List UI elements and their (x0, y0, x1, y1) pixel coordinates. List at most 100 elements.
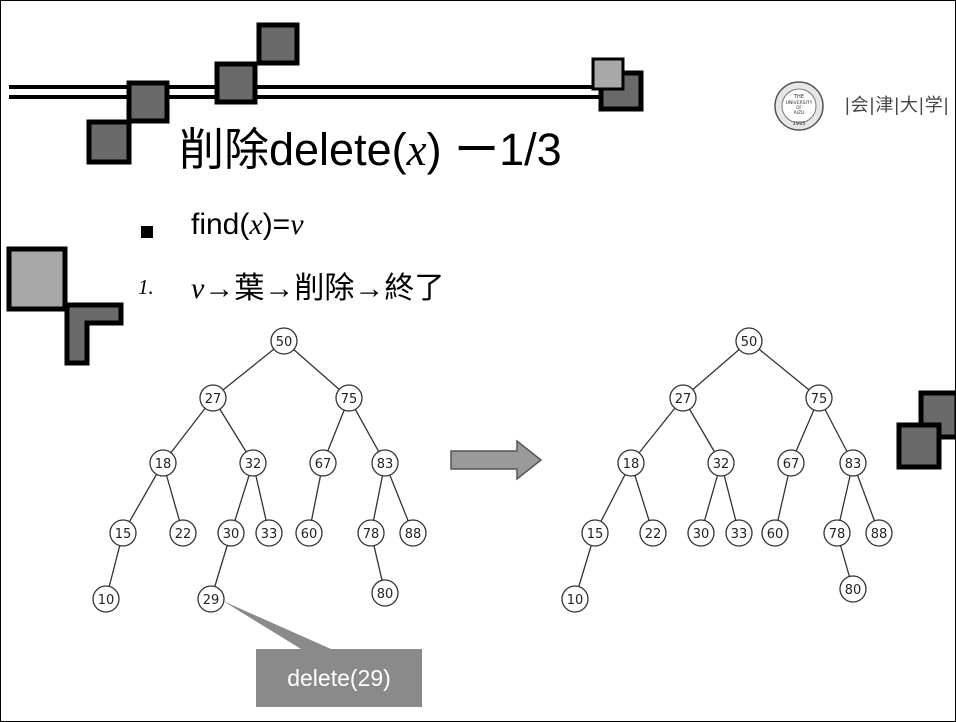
deco-square (214, 61, 258, 105)
before-node-label-50: 50 (276, 335, 293, 350)
before-edge (283, 340, 350, 399)
callout-delete-label: delete(29) (256, 649, 422, 707)
after-node-27 (669, 384, 697, 412)
before-node-label-33: 33 (261, 527, 278, 542)
logo-seal-text: OF (796, 105, 802, 110)
after-node-18 (617, 449, 645, 477)
before-node-78 (357, 519, 385, 547)
before-node-label-10: 10 (98, 593, 115, 608)
after-node-32 (707, 449, 735, 477)
bullet-find: find(x)=v (191, 208, 304, 242)
logo-seal-text: 1993 (793, 121, 806, 127)
after-node-80 (839, 575, 867, 603)
before-node-15 (109, 519, 137, 547)
title-suffix: ) ー1/3 (426, 124, 562, 175)
after-node-22 (639, 519, 667, 547)
logo-seal-text: THE (793, 94, 804, 100)
before-node-60 (295, 519, 323, 547)
before-node-label-27: 27 (205, 392, 222, 407)
after-node-label-88: 88 (871, 527, 888, 542)
after-node-label-33: 33 (731, 527, 748, 542)
before-node-88 (399, 519, 427, 547)
before-node-label-75: 75 (341, 392, 358, 407)
after-node-label-50: 50 (741, 335, 758, 350)
before-node-label-29: 29 (203, 593, 220, 608)
university-logo: THE UNIVERSITY OF AIZU 1993 (774, 81, 824, 131)
after-node-label-67: 67 (783, 457, 800, 472)
before-node-label-30: 30 (223, 527, 240, 542)
after-node-label-18: 18 (623, 457, 640, 472)
after-node-label-10: 10 (567, 593, 584, 608)
before-node-label-78: 78 (363, 527, 380, 542)
slide-title: 削除delete(x) ー1/3 (179, 113, 562, 187)
after-node-label-60: 60 (767, 527, 784, 542)
before-node-10 (92, 585, 120, 613)
callout-pointer (223, 601, 331, 649)
after-edge (748, 340, 820, 399)
before-node-label-18: 18 (155, 457, 172, 472)
bullet-eq-text: )= (262, 208, 291, 241)
before-node-75 (335, 384, 363, 412)
after-node-50 (735, 327, 763, 355)
deco-square (591, 57, 625, 91)
before-node-label-88: 88 (405, 527, 422, 542)
before-node-29 (197, 585, 225, 613)
before-node-22 (169, 519, 197, 547)
after-edge (630, 397, 684, 464)
after-node-88 (865, 519, 893, 547)
after-node-label-30: 30 (693, 527, 710, 542)
before-node-label-15: 15 (115, 527, 132, 542)
after-node-60 (761, 519, 789, 547)
arrow-right-icon (450, 439, 543, 481)
before-node-67 (309, 449, 337, 477)
before-node-label-22: 22 (175, 527, 192, 542)
after-node-83 (839, 449, 867, 477)
before-node-32 (239, 449, 267, 477)
after-node-label-32: 32 (713, 457, 730, 472)
after-node-label-78: 78 (829, 527, 846, 542)
logo-seal-text: UNIVERSITY (786, 100, 813, 106)
title-prefix: 削除delete( (179, 124, 407, 175)
before-edge (212, 340, 285, 399)
before-node-label-80: 80 (377, 587, 394, 602)
university-name: |会|津|大|学| (845, 95, 950, 115)
after-node-33 (725, 519, 753, 547)
after-node-30 (687, 519, 715, 547)
after-node-label-80: 80 (845, 583, 862, 598)
before-node-83 (371, 449, 399, 477)
after-node-label-15: 15 (587, 527, 604, 542)
after-node-10 (561, 585, 589, 613)
before-node-27 (199, 384, 227, 412)
after-node-75 (805, 384, 833, 412)
before-node-33 (255, 519, 283, 547)
bullet-var-x: x (249, 208, 263, 241)
bullet-var-v: v (290, 208, 304, 241)
before-edge (162, 397, 214, 464)
after-node-label-22: 22 (645, 527, 662, 542)
after-edge (682, 340, 750, 399)
before-node-30 (217, 519, 245, 547)
deco-square (896, 422, 942, 470)
deco-square (64, 302, 124, 366)
item-steps: v→葉→削除→終了 (191, 263, 444, 307)
before-node-label-67: 67 (315, 457, 332, 472)
before-node-label-32: 32 (245, 457, 262, 472)
title-variable: x (406, 125, 427, 175)
after-node-label-83: 83 (845, 457, 862, 472)
item-steps-text: →葉→削除→終了 (204, 272, 445, 305)
before-node-18 (149, 449, 177, 477)
item-number: 1. (138, 275, 154, 299)
after-node-78 (823, 519, 851, 547)
before-node-50 (270, 327, 298, 355)
deco-square (86, 119, 132, 165)
before-node-label-60: 60 (301, 527, 318, 542)
item-var-v: v (191, 272, 205, 305)
after-node-15 (581, 519, 609, 547)
before-node-80 (371, 579, 399, 607)
before-node-label-83: 83 (377, 457, 394, 472)
after-node-label-75: 75 (811, 392, 828, 407)
